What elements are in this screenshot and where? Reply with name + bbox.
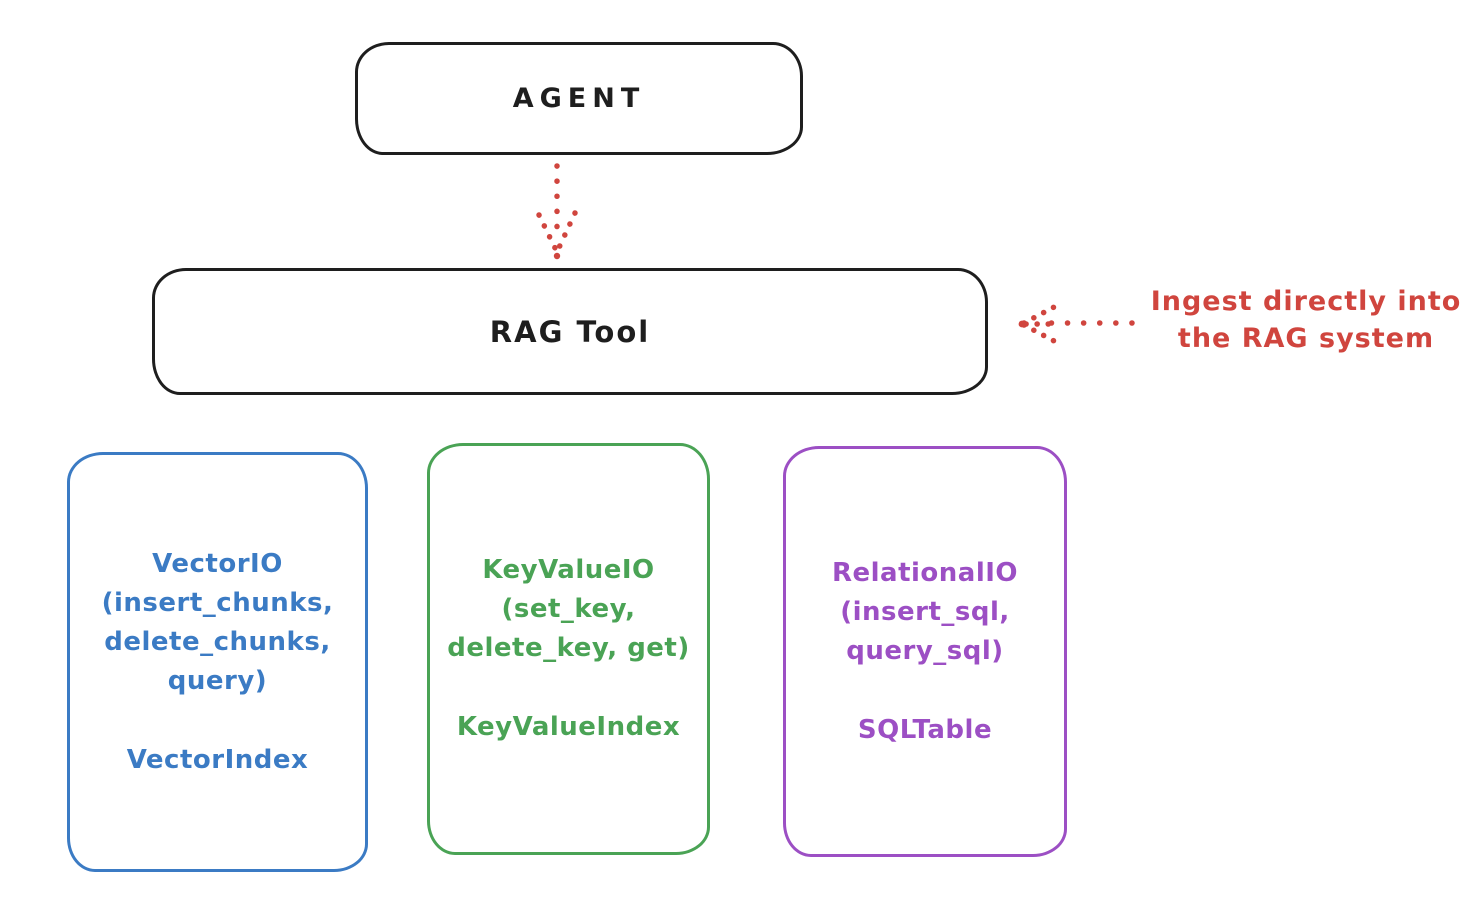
- relational-io-method-line: query_sql): [846, 635, 1004, 666]
- relational-io-title: RelationalIO: [831, 557, 1019, 588]
- rag-tool-box: RAG Tool: [152, 268, 988, 395]
- relational-io-box: RelationalIO (insert_sql, query_sql) SQL…: [783, 446, 1067, 857]
- ingest-annotation-line1: Ingest directly into: [1150, 286, 1462, 317]
- vector-io-method-line: (insert_chunks,: [101, 587, 334, 618]
- vector-io-method-line: query): [167, 665, 268, 696]
- ingest-annotation-line2: the RAG system: [1177, 323, 1435, 354]
- ingest-annotation: Ingest directly into the RAG system: [1138, 283, 1474, 357]
- agent-label: AGENT: [512, 83, 646, 114]
- relational-io-method-line: (insert_sql,: [840, 596, 1010, 627]
- keyvalue-io-box: KeyValueIO (set_key, delete_key, get) Ke…: [427, 443, 710, 855]
- vector-io-title: VectorIO: [152, 548, 283, 579]
- keyvalue-io-title: KeyValueIO: [482, 555, 655, 585]
- keyvalue-index-label: KeyValueIndex: [456, 712, 681, 742]
- rag-tool-label: RAG Tool: [489, 314, 651, 349]
- vector-io-box: VectorIO (insert_chunks, delete_chunks, …: [67, 452, 368, 872]
- agent-box: AGENT: [355, 42, 803, 155]
- keyvalue-io-method-line: (set_key,: [501, 594, 636, 624]
- vector-index-label: VectorIndex: [126, 744, 309, 775]
- ingest-arrow-icon: [1018, 303, 1135, 345]
- vector-io-method-line: delete_chunks,: [104, 626, 331, 657]
- keyvalue-io-method-line: delete_key, get): [447, 633, 690, 663]
- agent-to-rag-arrow-icon: [536, 163, 578, 260]
- sql-table-label: SQLTable: [857, 714, 993, 745]
